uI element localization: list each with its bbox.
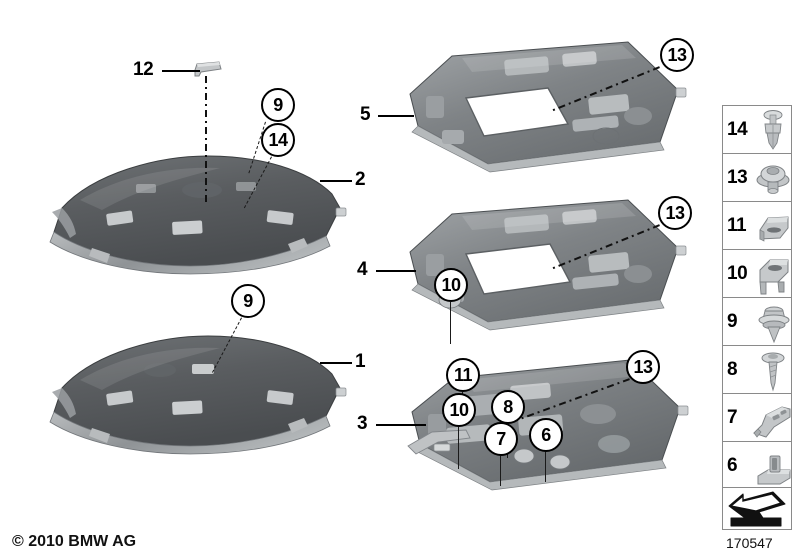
legend-row-8[interactable]: 8 bbox=[723, 346, 791, 394]
legend-row-11[interactable]: 11 bbox=[723, 202, 791, 250]
trim-clip-icon bbox=[754, 298, 791, 345]
leader-line-3 bbox=[376, 424, 426, 426]
leader-line-12 bbox=[162, 70, 200, 72]
callout-10-bottom[interactable]: 10 bbox=[442, 393, 476, 427]
callout-9-left[interactable]: 9 bbox=[231, 284, 265, 318]
assembly-5-headliner[interactable] bbox=[392, 38, 692, 173]
spring-clip-icon bbox=[754, 202, 791, 249]
pointer-6-bot bbox=[545, 452, 546, 482]
part-12-clip[interactable] bbox=[193, 60, 225, 78]
assembly-2-headliner[interactable] bbox=[40, 150, 350, 275]
legend-row-7[interactable]: 7 bbox=[723, 394, 791, 442]
legend-row-9[interactable]: 9 bbox=[723, 298, 791, 346]
legend-row-6[interactable]: 6 bbox=[723, 442, 791, 490]
part-bracket-left-asm3 bbox=[404, 424, 474, 464]
bracket-clip-icon bbox=[754, 250, 791, 297]
label-12: 12 bbox=[133, 59, 154, 80]
direction-arrow-box bbox=[722, 487, 792, 530]
label-1: 1 bbox=[355, 351, 366, 372]
callout-8-bottom[interactable]: 8 bbox=[491, 390, 525, 424]
callout-9-top[interactable]: 9 bbox=[261, 88, 295, 122]
callout-13-bottom-right[interactable]: 13 bbox=[626, 350, 660, 384]
diagram-id: 170547 bbox=[726, 535, 773, 551]
copyright-text: © 2010 BMW AG bbox=[12, 533, 137, 550]
label-2: 2 bbox=[355, 169, 366, 190]
push-rivet-icon bbox=[754, 106, 791, 153]
parts-legend-panel: 14 13 bbox=[722, 105, 792, 491]
legend-number-8: 8 bbox=[727, 358, 738, 380]
legend-number-6: 6 bbox=[727, 455, 738, 476]
label-4: 4 bbox=[357, 259, 368, 280]
legend-row-14[interactable]: 14 bbox=[723, 106, 791, 154]
assembly-1-headliner[interactable] bbox=[40, 330, 350, 455]
domed-nut-icon bbox=[754, 154, 791, 201]
legend-number-10: 10 bbox=[727, 262, 748, 284]
legend-row-13[interactable]: 13 bbox=[723, 154, 791, 202]
label-5: 5 bbox=[360, 104, 371, 125]
legend-number-14: 14 bbox=[727, 118, 748, 140]
pointer-7-bot bbox=[500, 456, 501, 486]
legend-number-7: 7 bbox=[727, 406, 738, 428]
pointer-10-mid bbox=[450, 302, 451, 344]
leader-line-1 bbox=[320, 362, 352, 364]
legend-number-11: 11 bbox=[727, 214, 747, 236]
assembly-4-headliner[interactable] bbox=[392, 196, 692, 331]
leader-line-4 bbox=[376, 270, 416, 272]
label-3: 3 bbox=[357, 413, 368, 434]
direction-arrow-icon bbox=[728, 491, 786, 527]
legend-number-13: 13 bbox=[727, 166, 748, 188]
callout-10-middle[interactable]: 10 bbox=[434, 268, 468, 302]
pointer-12 bbox=[205, 76, 207, 206]
leader-line-2 bbox=[320, 180, 352, 182]
callout-13-top-right[interactable]: 13 bbox=[660, 38, 694, 72]
base-clip-icon bbox=[754, 442, 791, 490]
tapping-screw-icon bbox=[754, 346, 791, 393]
rail-bracket-icon bbox=[753, 394, 791, 441]
callout-13-middle-right[interactable]: 13 bbox=[658, 196, 692, 230]
legend-number-9: 9 bbox=[727, 310, 738, 332]
callout-11-bottom[interactable]: 11 bbox=[446, 358, 480, 392]
leader-line-5 bbox=[378, 115, 414, 117]
callout-6-bottom[interactable]: 6 bbox=[529, 418, 563, 452]
callout-14-top[interactable]: 14 bbox=[261, 123, 295, 157]
callout-7-bottom[interactable]: 7 bbox=[484, 422, 518, 456]
legend-row-10[interactable]: 10 bbox=[723, 250, 791, 298]
pointer-10-bot bbox=[458, 427, 459, 469]
